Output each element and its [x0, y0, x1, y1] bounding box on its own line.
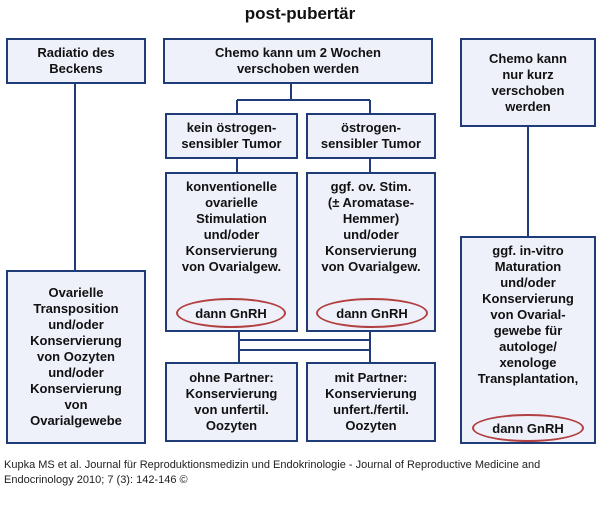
box-kein-oestrogen: kein östrogen- sensibler Tumor	[165, 113, 298, 159]
citation-caption: Kupka MS et al. Journal für Reproduktion…	[4, 459, 541, 486]
oval-gnrh-mid: dann GnRH	[316, 298, 428, 328]
box-in-vitro: ggf. in-vitro Maturation und/oder Konser…	[460, 236, 596, 444]
box-radiatio: Radiatio des Beckens	[6, 38, 146, 84]
oval-gnrh-left: dann GnRH	[176, 298, 286, 328]
box-mit-partner: mit Partner: Konservierung unfert./ferti…	[306, 362, 436, 442]
box-chemo-kurz: Chemo kann nur kurz verschoben werden	[460, 38, 596, 127]
box-ohne-partner: ohne Partner: Konservierung von unfertil…	[165, 362, 298, 442]
box-ovarielle-transposition: Ovarielle Transposition und/oder Konserv…	[6, 270, 146, 444]
oval-gnrh-right: dann GnRH	[472, 414, 584, 442]
box-chemo-2wochen: Chemo kann um 2 Wochen verschoben werden	[163, 38, 433, 84]
diagram-title: post-pubertär	[244, 4, 356, 23]
box-oestrogen: östrogen- sensibler Tumor	[306, 113, 436, 159]
